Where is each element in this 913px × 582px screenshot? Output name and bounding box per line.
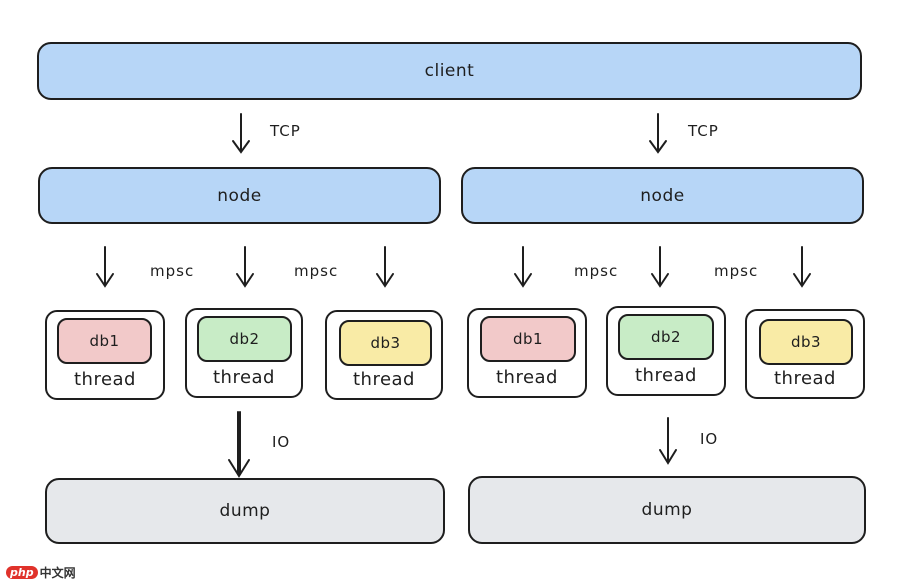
mpsc-label-right-2: mpsc <box>714 262 759 280</box>
mpsc-label-right-1: mpsc <box>574 262 619 280</box>
client-label: client <box>424 61 475 81</box>
watermark-text: 中文网 <box>39 566 76 580</box>
client-box: client <box>37 42 862 100</box>
node-box-right: node <box>461 167 864 224</box>
node-label-left: node <box>217 185 262 206</box>
node-box-left: node <box>38 167 441 224</box>
php-logo-icon: php <box>6 566 38 579</box>
db-box-right-1: db1 <box>480 316 576 362</box>
tcp-label-left: TCP <box>270 122 301 140</box>
thread-label-left-3: thread <box>352 369 415 390</box>
thread-box-left-1: db1 thread <box>45 310 165 400</box>
thread-label-left-2: thread <box>212 367 275 388</box>
node-label-right: node <box>640 185 685 206</box>
thread-box-right-1: db1 thread <box>467 308 587 398</box>
db-label-right-1: db1 <box>512 330 544 348</box>
db-box-left-2: db2 <box>197 316 292 362</box>
io-label-left: IO <box>272 433 291 451</box>
db-label-right-3: db3 <box>790 333 822 351</box>
thread-label-right-3: thread <box>773 368 836 389</box>
watermark-logo: php 中文网 <box>6 564 76 581</box>
io-label-right: IO <box>700 430 719 448</box>
db-box-right-2: db2 <box>618 314 714 360</box>
mpsc-label-left-2: mpsc <box>294 262 339 280</box>
thread-box-right-3: db3 thread <box>745 309 865 399</box>
dump-label-left: dump <box>219 501 271 521</box>
thread-label-right-1: thread <box>495 367 558 388</box>
db-label-right-2: db2 <box>650 328 682 346</box>
db-box-left-1: db1 <box>57 318 152 364</box>
db-label-left-3: db3 <box>370 334 401 352</box>
thread-box-right-2: db2 thread <box>606 306 726 396</box>
mpsc-label-left-1: mpsc <box>150 262 195 280</box>
dump-label-right: dump <box>641 500 693 520</box>
tcp-label-right: TCP <box>688 122 719 140</box>
thread-box-left-3: db3 thread <box>325 310 443 400</box>
db-label-left-2: db2 <box>229 330 260 348</box>
thread-label-right-2: thread <box>634 365 697 386</box>
db-box-left-3: db3 <box>339 320 432 366</box>
thread-box-left-2: db2 thread <box>185 308 303 398</box>
db-box-right-3: db3 <box>759 319 853 365</box>
db-label-left-1: db1 <box>89 332 120 350</box>
dump-box-right: dump <box>468 476 866 544</box>
thread-label-left-1: thread <box>73 369 136 390</box>
dump-box-left: dump <box>45 478 445 544</box>
